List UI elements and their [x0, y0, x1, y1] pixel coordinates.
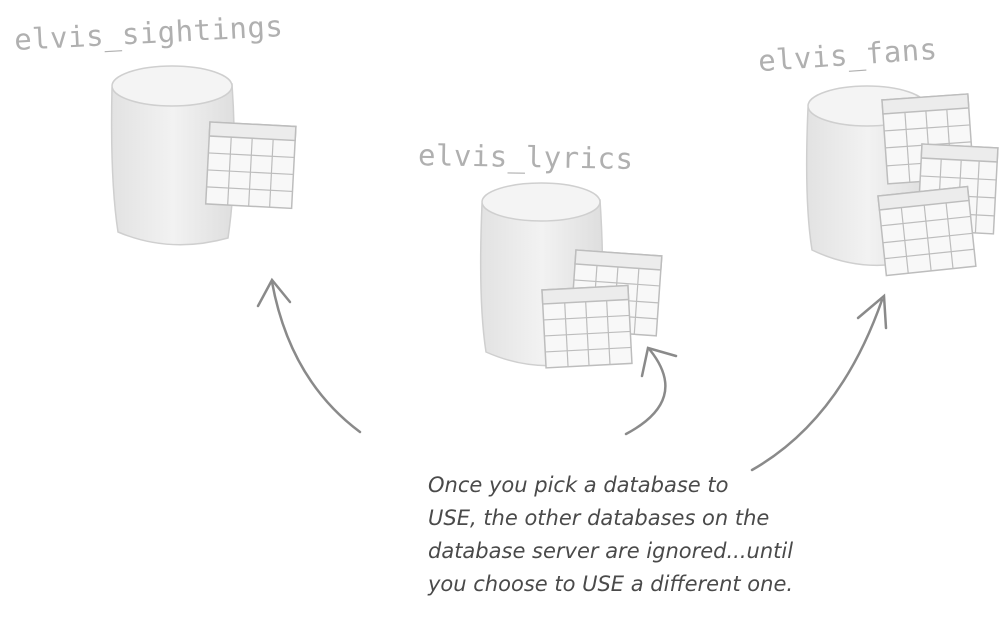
caption-line: database server are ignored...until: [428, 539, 794, 563]
arrow-to-fans: [750, 293, 888, 472]
caption-note: Once you pick a database to USE, the oth…: [428, 469, 848, 601]
table-icon: [204, 121, 297, 210]
caption-line: Once you pick a database to: [428, 473, 729, 497]
database-cylinder-sightings: [110, 65, 235, 246]
caption-line: you choose to USE a different one.: [428, 572, 794, 596]
table-icon: [541, 284, 633, 369]
table-icon: [877, 185, 977, 277]
arrow-to-lyrics: [624, 346, 678, 436]
caption-line: USE, the other databases on the: [428, 506, 770, 530]
arrow-to-sightings: [256, 277, 362, 434]
